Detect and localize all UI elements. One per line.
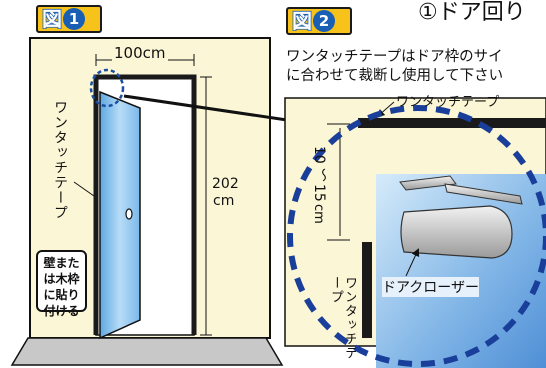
fig1-door-knob xyxy=(125,208,133,220)
fig1-badge: 図 1 xyxy=(36,5,102,33)
fig1-height-value: 202 xyxy=(212,176,239,192)
fig2-detail-circle xyxy=(287,105,546,367)
fig2-top-tape-label: ワンタッチテープ xyxy=(396,95,500,110)
fig1-height-unit: cm xyxy=(213,193,235,209)
fig2-gap-bottom: 15 xyxy=(311,184,327,202)
fig2-closer-body xyxy=(400,205,513,259)
fig2-gap-unit: cm xyxy=(311,204,326,224)
fig1-tape-label: ワンタッチテープ xyxy=(52,100,68,220)
fig2-gap-sep: ～ xyxy=(315,168,331,182)
fig2-badge: 図 2 xyxy=(286,7,352,35)
fig1-badge-label: 図 xyxy=(41,7,63,31)
fig1-tape xyxy=(93,74,197,335)
fig2-badge-number: 2 xyxy=(313,10,335,32)
fig2-instruction-1: ワンタッチテープはドア枠のサイ xyxy=(286,45,503,66)
fig2-closer-arm xyxy=(399,175,457,191)
fig1-door-leaf xyxy=(99,90,141,340)
section-heading: ①ドア回り xyxy=(418,0,526,25)
fig1-width-label: 100cm xyxy=(112,44,168,62)
fig2-badge-label: 図 xyxy=(291,9,313,33)
detail-arrow xyxy=(123,94,320,136)
fig2-side-tape xyxy=(362,242,372,338)
fig1-floor xyxy=(10,337,284,366)
fig1-callout: 壁または木枠に貼り付ける xyxy=(36,250,87,318)
fig2-top-tape xyxy=(358,118,546,128)
fig2-instruction-2: に合わせて裁断し使用して下さい xyxy=(286,64,504,85)
fig1-badge-number: 1 xyxy=(63,8,85,30)
fig1-detail-circle xyxy=(89,68,125,108)
fig2-side-tape-label: ワンタッチテープ xyxy=(328,276,356,360)
fig2-closer-label: ドアクローザー xyxy=(382,277,480,297)
fig2-gap-top: 10 xyxy=(311,146,327,164)
